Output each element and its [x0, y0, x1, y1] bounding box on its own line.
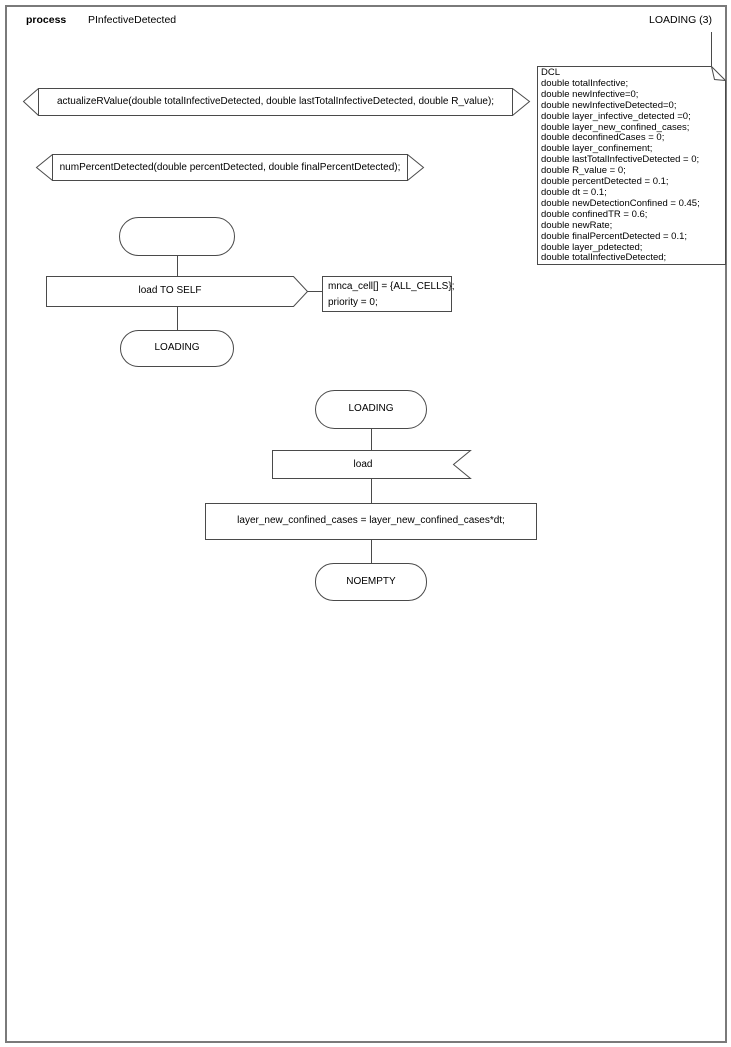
text-line: double totalInfectiveDetected; — [541, 252, 667, 264]
text-line: double finalPercentDetected = 0.1; — [541, 230, 688, 242]
process-name: PInfectiveDetected — [88, 14, 177, 26]
procedure-left-chevron — [22, 88, 39, 116]
text-line: double newDetectionConfined = 0.45; — [541, 197, 700, 209]
input-symbol-load[interactable] — [272, 450, 472, 479]
task-symbol[interactable] — [205, 503, 537, 540]
procedure-label-num-percent-detected: numPercentDetected(double percentDetecte… — [59, 162, 401, 173]
state-symbol-loading[interactable] — [120, 330, 234, 367]
text-line: double percentDetected = 0.1; — [541, 176, 669, 188]
state-label-loading: LOADING — [154, 342, 200, 353]
process-kind-label: process — [26, 14, 67, 26]
procedure-right-chevron — [512, 88, 531, 116]
state-symbol-noempty[interactable] — [315, 563, 427, 601]
task-label: layer_new_confined_cases = layer_new_con… — [237, 515, 505, 526]
text-line: mnca_cell[] = {ALL_CELLS}; — [328, 281, 455, 292]
procedure-label-actualize-r-value: actualizeRValue(double totalInfectiveDet… — [56, 95, 495, 107]
text-line: double totalInfective; — [541, 77, 629, 89]
input-label-load: load — [353, 458, 373, 470]
text-line: double newInfectiveDetected=0; — [541, 99, 677, 111]
output-label-load-to-self: load TO SELF — [138, 285, 202, 296]
text-line: double confinedTR = 0.6; — [541, 208, 648, 220]
dcl-note-shape[interactable] — [537, 66, 726, 265]
text-line: double newRate; — [541, 219, 613, 231]
text-line: double dt = 0.1; — [541, 186, 607, 198]
text-line: double lastTotalInfectiveDetected = 0; — [541, 154, 700, 166]
procedure-symbol-actualize-r-value[interactable] — [38, 88, 513, 116]
procedure-symbol-num-percent-detected[interactable] — [52, 154, 408, 181]
text-line: double layer_confinement; — [541, 143, 653, 155]
text-line: double deconfinedCases = 0; — [541, 132, 665, 144]
procedure-right-chevron — [407, 154, 425, 181]
comment-text: mnca_cell[] = {ALL_CELLS}; priority = 0; — [328, 279, 455, 310]
start-symbol[interactable] — [119, 217, 235, 256]
state-label-loading-2: LOADING — [348, 403, 394, 414]
state-label-noempty: NOEMPTY — [346, 575, 396, 587]
text-line: priority = 0; — [328, 296, 378, 308]
output-symbol-load-to-self[interactable] — [46, 276, 309, 307]
text-line: DCL — [541, 67, 561, 78]
text-line: double R_value = 0; — [541, 165, 626, 177]
dcl-note-fold — [711, 66, 726, 81]
page-label: LOADING (3) — [648, 14, 712, 26]
text-line: double newInfective=0; — [541, 88, 639, 100]
procedure-left-chevron — [35, 154, 53, 181]
text-line: double layer_new_confined_cases; — [541, 121, 690, 133]
text-line: double layer_pdetected; — [541, 241, 643, 253]
text-line: double layer_infective_detected =0; — [541, 110, 691, 122]
page-frame — [5, 5, 727, 1043]
comment-box[interactable] — [322, 276, 452, 312]
